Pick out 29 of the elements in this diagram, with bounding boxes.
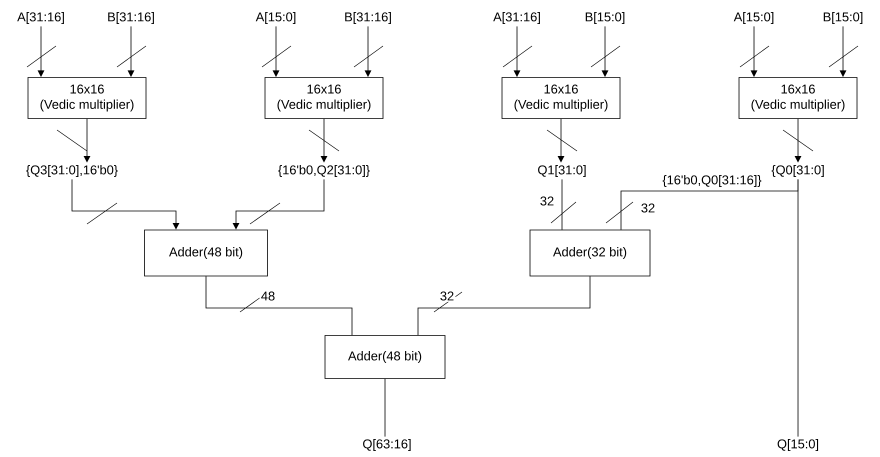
signal-label: A[31:16]	[493, 12, 540, 24]
signal-label: Q1[31:0]	[538, 165, 586, 177]
process-box: 16x16 (Vedic multiplier)	[28, 77, 146, 119]
edge-label: 32	[538, 195, 556, 207]
process-box: Adder(32 bit)	[530, 230, 650, 276]
process-box: Adder(48 bit)	[324, 335, 446, 379]
signal-label: B[31:16]	[345, 12, 391, 24]
process-box: 16x16 (Vedic multiplier)	[264, 77, 384, 119]
signal-label: A[15:0]	[256, 12, 296, 24]
signal-label: A[31:16]	[17, 12, 64, 24]
connector	[206, 276, 352, 336]
bus-width-label: 32	[641, 203, 654, 213]
signal-label: B[31:16]	[108, 12, 154, 24]
signal-label: A[15:0]	[734, 12, 774, 24]
signal-label: Q[15:0]	[778, 439, 818, 451]
edge-label: 32	[438, 290, 456, 302]
signal-label: Q[63:16]	[363, 439, 411, 451]
connector	[384, 378, 386, 438]
signal-label: {16'b0,Q2[31:0]}	[278, 165, 370, 177]
connector	[418, 276, 590, 336]
process-box: 16x16 (Vedic multiplier)	[502, 77, 620, 119]
signal-label: B[15:0]	[586, 12, 624, 24]
signal-label: {Q3[31:0],16'b0}	[26, 165, 118, 177]
process-box: 16x16 (Vedic multiplier)	[738, 77, 858, 119]
edge-label: 48	[260, 290, 276, 302]
signal-label: {Q0[31:0]	[772, 165, 824, 177]
process-box: Adder(48 bit)	[144, 230, 268, 276]
signal-label: B[15:0]	[824, 12, 862, 24]
edge-label: {16'b0,Q0[31:16]}	[661, 174, 763, 188]
